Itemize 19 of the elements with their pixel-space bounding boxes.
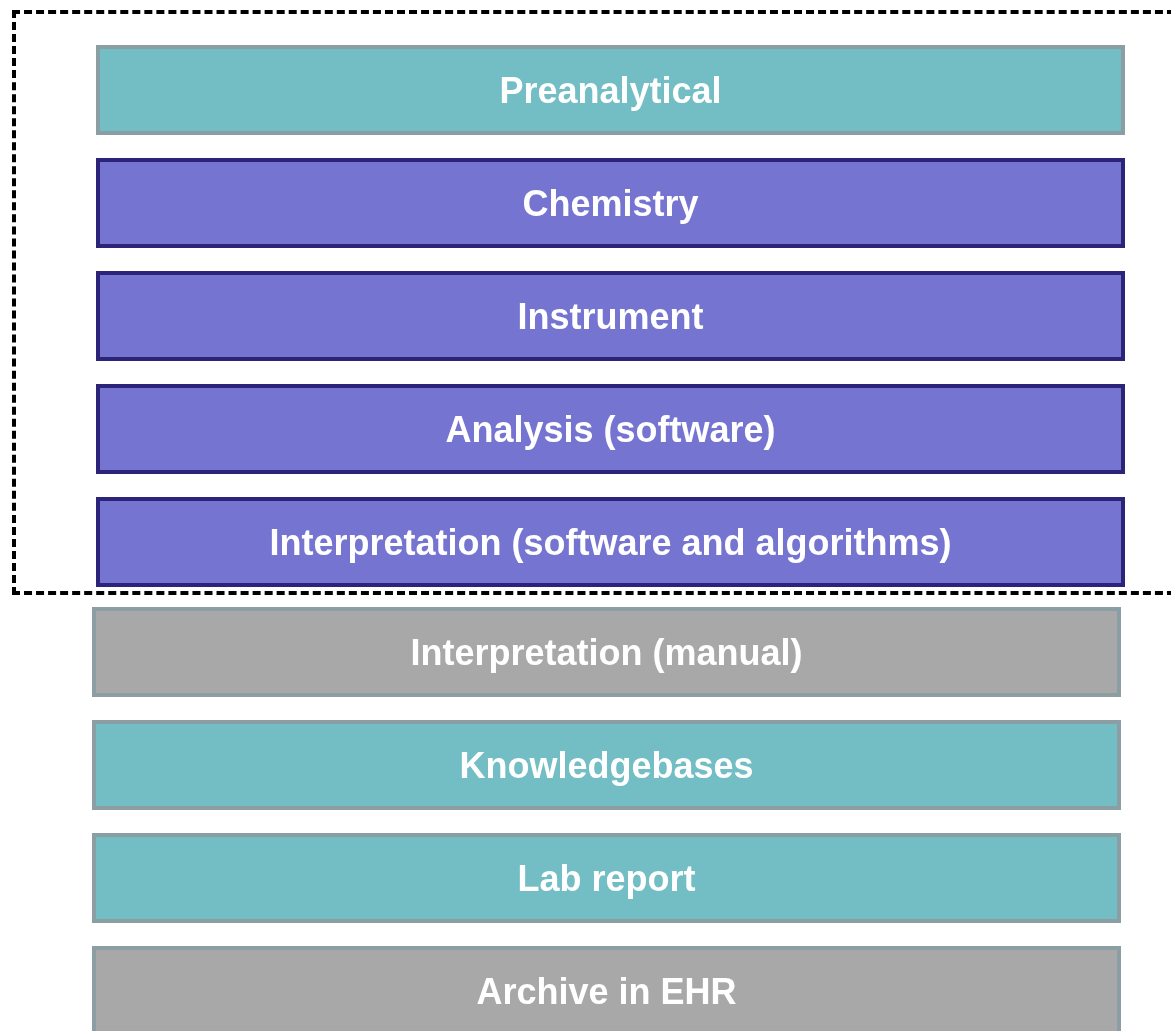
bar-label: Knowledgebases bbox=[459, 743, 754, 788]
bar-label: Interpretation (manual) bbox=[410, 630, 803, 675]
process-bar bbox=[96, 158, 1125, 248]
process-bar bbox=[92, 720, 1121, 810]
bar-label: Interpretation (software and algorithms) bbox=[269, 520, 952, 565]
process-bar bbox=[96, 497, 1125, 587]
bar-label: Chemistry bbox=[522, 181, 699, 226]
process-bar bbox=[96, 384, 1125, 474]
bar-label: Archive in EHR bbox=[476, 969, 737, 1014]
bar-label: Lab report bbox=[517, 856, 696, 901]
process-bar bbox=[92, 833, 1121, 923]
process-bar bbox=[96, 271, 1125, 361]
bar-label: Preanalytical bbox=[499, 68, 722, 113]
dashed-group-box bbox=[12, 10, 1171, 595]
process-bar bbox=[92, 607, 1121, 697]
process-bar bbox=[92, 946, 1121, 1031]
bar-label: Instrument bbox=[517, 294, 704, 339]
bar-label: Analysis (software) bbox=[445, 407, 776, 452]
process-bar bbox=[96, 45, 1125, 135]
